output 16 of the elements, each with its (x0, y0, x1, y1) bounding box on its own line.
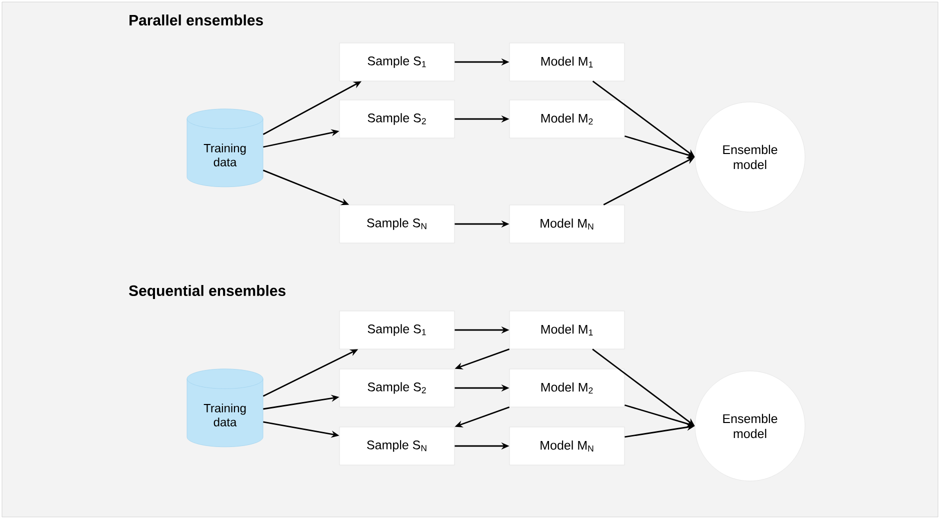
process-box: Model M$_{1}$ (509, 310, 625, 350)
process-box: Sample S$_{N}$ (339, 426, 455, 466)
process-box: Sample S$_{1}$ (339, 42, 455, 82)
database-cylinder: Training data (186, 368, 264, 448)
process-box: Sample S$_{1}$ (339, 310, 455, 350)
section-heading: Sequential ensembles (128, 285, 286, 299)
process-box: Sample S$_{2}$ (339, 100, 455, 138)
process-box: Model M$_{N}$ (509, 426, 625, 466)
process-box: Model M$_{2}$ (509, 368, 625, 408)
database-cylinder: Training data (186, 108, 264, 188)
process-box: Sample S$_{N}$ (339, 204, 455, 244)
process-box: Sample S$_{2}$ (339, 368, 455, 408)
process-box: Model M$_{2}$ (509, 100, 625, 138)
process-box: Model M$_{1}$ (509, 42, 625, 82)
process-box: Model M$_{N}$ (509, 204, 625, 244)
section-heading: Parallel ensembles (130, 14, 263, 26)
